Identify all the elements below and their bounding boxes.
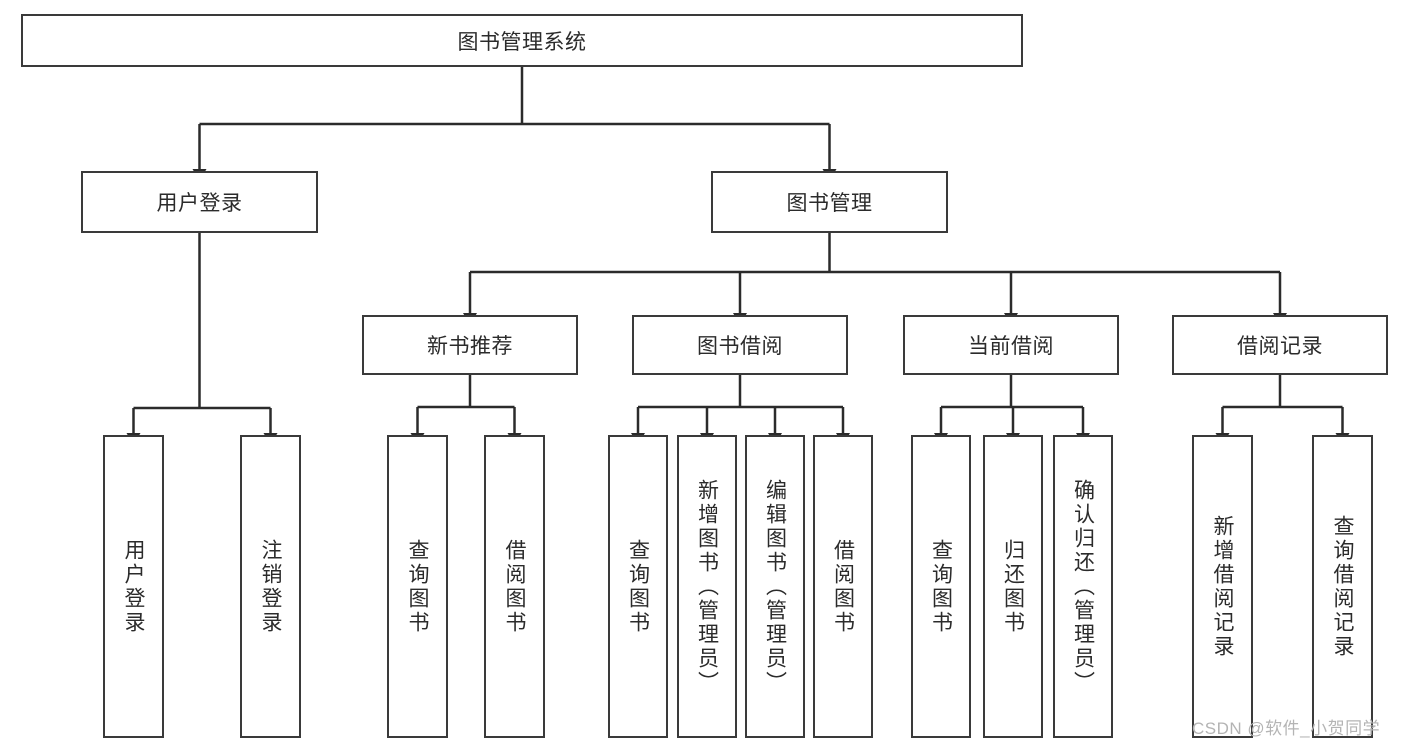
node-root[interactable]: 图书管理系统 [21, 14, 1023, 67]
node-leaf-confirm-return-admin[interactable]: 确认归还（管理员） [1053, 435, 1113, 738]
node-current-borrow-label: 当前借阅 [968, 335, 1054, 358]
node-new-book-recommend-label: 新书推荐 [427, 335, 513, 358]
node-leaf-add-borrow-record[interactable]: 新增借阅记录 [1192, 435, 1253, 738]
node-leaf-borrow-book-2[interactable]: 借阅图书 [813, 435, 873, 738]
node-borrow-record[interactable]: 借阅记录 [1172, 315, 1388, 375]
node-leaf-borrow-book-2-label: 借阅图书 [831, 538, 855, 635]
node-leaf-user-login-label: 用户登录 [122, 538, 145, 635]
node-user-login[interactable]: 用户登录 [81, 171, 318, 233]
node-book-manage[interactable]: 图书管理 [711, 171, 948, 233]
node-borrow-record-label: 借阅记录 [1237, 335, 1323, 358]
node-leaf-edit-book-admin-label: 编辑图书（管理员） [763, 478, 787, 695]
node-leaf-borrow-book-1-label: 借阅图书 [503, 538, 526, 635]
node-leaf-return-book[interactable]: 归还图书 [983, 435, 1043, 738]
node-leaf-add-book-admin-label: 新增图书（管理员） [695, 478, 719, 695]
node-leaf-add-borrow-record-label: 新增借阅记录 [1211, 514, 1234, 659]
node-leaf-confirm-return-admin-label: 确认归还（管理员） [1071, 478, 1095, 695]
node-book-borrow[interactable]: 图书借阅 [632, 315, 848, 375]
node-root-label: 图书管理系统 [457, 30, 587, 54]
node-leaf-query-borrow-record[interactable]: 查询借阅记录 [1312, 435, 1373, 738]
node-leaf-user-login[interactable]: 用户登录 [103, 435, 164, 738]
node-leaf-query-borrow-record-label: 查询借阅记录 [1331, 514, 1354, 659]
node-leaf-query-book-2[interactable]: 查询图书 [608, 435, 668, 738]
node-leaf-logout[interactable]: 注销登录 [240, 435, 301, 738]
node-leaf-edit-book-admin[interactable]: 编辑图书（管理员） [745, 435, 805, 738]
node-user-login-label: 用户登录 [156, 192, 243, 215]
node-leaf-query-book-2-label: 查询图书 [626, 538, 650, 635]
node-leaf-query-book-1-label: 查询图书 [406, 538, 429, 635]
node-new-book-recommend[interactable]: 新书推荐 [362, 315, 578, 375]
node-leaf-add-book-admin[interactable]: 新增图书（管理员） [677, 435, 737, 738]
node-book-borrow-label: 图书借阅 [697, 335, 783, 358]
node-leaf-logout-label: 注销登录 [259, 538, 282, 635]
csdn-watermark: CSDN @软件_小贺同学 [1192, 719, 1381, 738]
node-leaf-return-book-label: 归还图书 [1001, 538, 1025, 635]
node-current-borrow[interactable]: 当前借阅 [903, 315, 1119, 375]
node-leaf-borrow-book-1[interactable]: 借阅图书 [484, 435, 545, 738]
node-leaf-query-book-3-label: 查询图书 [929, 538, 953, 635]
node-book-manage-label: 图书管理 [786, 192, 873, 215]
node-leaf-query-book-1[interactable]: 查询图书 [387, 435, 448, 738]
node-leaf-query-book-3[interactable]: 查询图书 [911, 435, 971, 738]
